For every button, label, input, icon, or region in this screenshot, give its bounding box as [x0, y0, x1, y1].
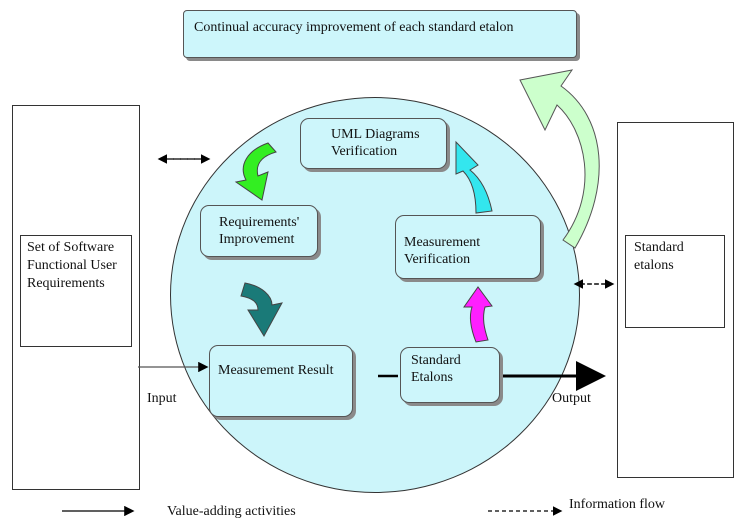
- green-curved-arrow: [234, 142, 277, 201]
- uml-verification-box: UML Diagrams Verification: [300, 118, 447, 169]
- requirements-improvement-box: Requirements' Improvement: [200, 205, 318, 257]
- magenta-curved-arrow: [463, 286, 493, 343]
- standard-etalons-box: Standard Etalons: [400, 347, 500, 403]
- output-label: Output: [552, 391, 591, 406]
- measurement-verification-box: Measurement Verification: [395, 215, 541, 279]
- legend-information-flow-label: Information flow: [569, 497, 666, 512]
- top-banner: Continual accuracy improvement of each s…: [183, 10, 577, 58]
- cyan-curved-arrow: [455, 140, 493, 214]
- input-label: Input: [147, 391, 177, 406]
- left-requirements-box: Set of Software Functional User Requirem…: [20, 235, 132, 347]
- improvement-arrow: [519, 69, 600, 249]
- measurement-result-box: Measurement Result: [209, 345, 353, 417]
- teal-curved-arrow: [240, 282, 283, 337]
- right-etalons-box: Standard etalons: [625, 235, 725, 328]
- legend-value-adding-label: Value-adding activities: [167, 504, 296, 519]
